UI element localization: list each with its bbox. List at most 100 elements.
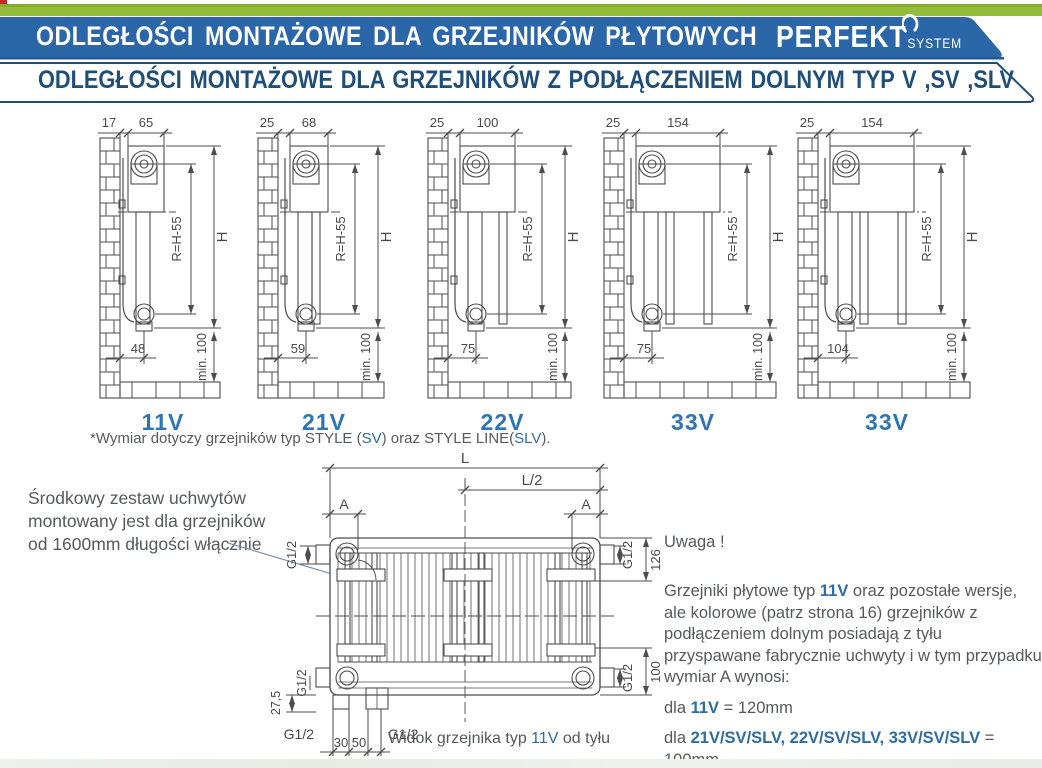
notice-11v-ref: 11V <box>819 582 849 601</box>
dim-50: 50 <box>352 735 366 750</box>
dim-wall-gap: 25 <box>606 115 620 130</box>
notice-types-ref: 21V/SV/SLV, 22V/SV/SLV, 33V/SV/SLV <box>690 729 981 748</box>
bottom-strip <box>0 759 1042 768</box>
notice-text: dla <box>664 698 691 717</box>
dim-height: H <box>964 232 981 243</box>
blue-banner-shape <box>0 17 1002 58</box>
dim-min-100: min. 100 <box>546 333 560 381</box>
dim-A-left: A <box>339 496 349 512</box>
dim-wall-gap: 17 <box>102 115 116 130</box>
dim-r-h-55: R=H-55 <box>169 216 184 261</box>
subtitle-band-shape <box>0 62 1035 103</box>
notice-11v-ref: 11V <box>690 698 720 717</box>
notice-body: Grzejniki płytowe typ 11V oraz pozostałe… <box>664 581 1042 688</box>
notice-rule-1: dla 11V = 120mm <box>664 698 1042 719</box>
section-type-label: 21V <box>302 409 346 435</box>
section-type-label: 33V <box>865 409 909 435</box>
dim-L2: L/2 <box>522 472 543 489</box>
dim-L: L <box>461 450 469 467</box>
dim-bottom-offset: 75 <box>461 341 475 356</box>
header-banner-shapes <box>0 0 1042 103</box>
dim-g12-stub-right: G1/2 <box>388 726 419 742</box>
dim-r-h-55: R=H-55 <box>725 216 740 261</box>
dim-A-right: A <box>581 496 591 512</box>
green-strip-edge <box>0 4 1042 7</box>
notice-text: Grzejniki płytowe typ <box>664 582 820 601</box>
dim-bottom-offset: 48 <box>131 341 145 356</box>
dim-min-100: min. 100 <box>751 333 765 381</box>
caption-text: od tyłu <box>558 730 611 747</box>
bracket-callout: Środkowy zestaw uchwytów montowany jest … <box>28 487 265 555</box>
dim-min-100: min. 100 <box>945 333 959 381</box>
banner-underline <box>0 57 1004 60</box>
dim-30: 30 <box>334 735 348 750</box>
section-type-label: 11V <box>141 409 185 435</box>
dim-height: H <box>770 232 787 243</box>
dim-100: 100 <box>648 661 663 683</box>
dim-min-100: min. 100 <box>359 333 373 381</box>
dim-r-h-55: R=H-55 <box>333 216 348 261</box>
dim-wall-gap: 25 <box>430 115 444 130</box>
footnote-text: ). <box>541 430 551 447</box>
dim-126: 126 <box>648 549 663 571</box>
callout-line: od 1600mm długości włącznie <box>28 533 262 554</box>
slv-link-text: SLV <box>514 430 542 447</box>
sv-link-text: SV <box>361 430 382 447</box>
dim-bottom-offset: 75 <box>637 341 651 356</box>
dim-bottom-offset: 104 <box>827 341 849 356</box>
dim-height: H <box>565 232 582 243</box>
dim-g12-top-right: G1/2 <box>620 541 635 569</box>
dim-depth: 68 <box>302 115 316 130</box>
rear-view-caption: Widok grzejnika typ 11V od tyłu <box>388 730 610 748</box>
dim-wall-gap: 25 <box>800 115 814 130</box>
footnote-text: ) oraz STYLE LINE( <box>381 430 515 447</box>
notice-text: = 120mm <box>719 698 793 717</box>
notice-text: oraz pozostałe wersje, ale kolorowe (pat… <box>664 582 1042 687</box>
dim-depth: 65 <box>139 115 153 130</box>
brand-logo: PERFEKT SYSTEM <box>776 13 963 54</box>
brand-name: PERFEKT <box>776 19 907 54</box>
section-type-label: 22V <box>480 409 525 435</box>
notice-text: dla <box>664 729 691 748</box>
caption-text: Widok grzejnika typ <box>388 730 532 747</box>
notice-block: Uwaga ! Grzejniki płytowe typ 11V oraz p… <box>664 532 1042 768</box>
dim-height: H <box>378 232 395 243</box>
callout-line: montowany jest dla grzejników <box>28 510 266 531</box>
section-type-label: 33V <box>671 409 715 435</box>
brand-subname: SYSTEM <box>907 35 963 51</box>
dim-r-h-55: R=H-55 <box>520 216 535 261</box>
dim-g12-top-left: G1/2 <box>284 541 299 569</box>
notice-title: Uwaga ! <box>664 533 725 551</box>
dim-depth: 154 <box>667 115 689 130</box>
section-svg-11v: 17 65H R=H-55 min. 100 48 <box>98 115 231 399</box>
dim-min-100: min. 100 <box>195 333 209 381</box>
dim-27-5: 27,5 <box>270 691 283 715</box>
dim-depth: 154 <box>861 115 883 130</box>
dim-depth: 100 <box>477 115 499 130</box>
style-footnote: *Wymiar dotyczy grzejników typ STYLE (SV… <box>90 430 551 447</box>
dim-bottom-offset: 59 <box>291 341 305 356</box>
dim-wall-gap: 25 <box>260 115 274 130</box>
caption-11v-link: 11V <box>531 730 559 747</box>
page-title: ODLEGŁOŚCI MONTAŻOWE DLA GRZEJNIKÓW PŁYT… <box>36 21 758 51</box>
page-subtitle: ODLEGŁOŚCI MONTAŻOWE DLA GRZEJNIKÓW Z PO… <box>38 66 1015 94</box>
section-svg-21v: 25 68H R=H-55 min. 100 59 <box>256 115 395 399</box>
dim-height: H <box>214 232 231 243</box>
header-row: ODLEGŁOŚCI MONTAŻOWE DLA GRZEJNIKÓW PŁYT… <box>36 13 963 54</box>
dim-g12-bottom-left: G1/2 <box>295 669 309 696</box>
dim-g12-stub-left: G1/2 <box>284 726 315 742</box>
brand-swoosh-icon <box>901 13 919 33</box>
dim-r-h-55: R=H-55 <box>919 216 934 261</box>
callout-line: Środkowy zestaw uchwytów <box>28 488 246 508</box>
footnote-text: *Wymiar dotyczy grzejników typ STYLE ( <box>90 430 362 447</box>
